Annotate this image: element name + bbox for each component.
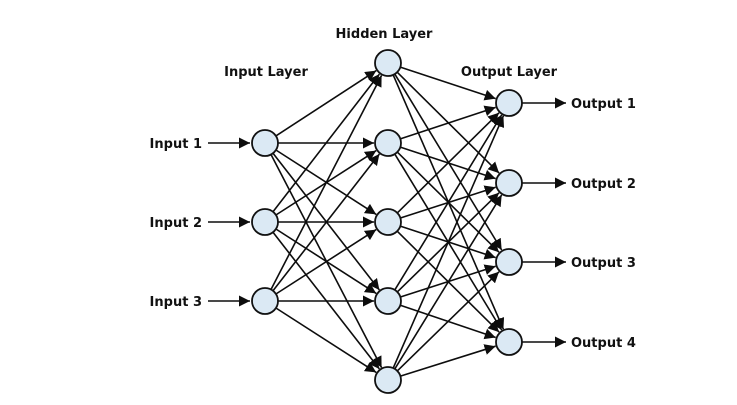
hidden-node-3	[374, 208, 402, 236]
hidden-node-4	[374, 287, 402, 315]
output-arrows	[522, 97, 566, 348]
output-label-1: Output 1	[571, 97, 636, 112]
hidden-output-edge-5-2	[394, 194, 503, 370]
output-label-2: Output 2	[571, 177, 636, 192]
hidden-output-edge-5-4	[400, 344, 496, 377]
output-layer-nodes	[495, 89, 523, 356]
output-node-4	[495, 328, 523, 356]
output-layer-title: Output Layer	[461, 65, 558, 80]
hidden-node-5	[374, 366, 402, 394]
hidden-output-edge-2-1	[400, 105, 496, 140]
output-node-2	[495, 169, 523, 197]
output-label-4: Output 4	[571, 336, 636, 351]
input-hidden-edge-3-1	[270, 75, 383, 290]
hidden-node-1	[374, 49, 402, 77]
hidden-output-edge-1-1	[400, 66, 496, 101]
hidden-output-edge-5-3	[396, 271, 500, 372]
input-layer-title: Input Layer	[224, 65, 308, 80]
hidden-node-2	[374, 129, 402, 157]
output-label-3: Output 3	[571, 256, 636, 271]
connections	[270, 66, 505, 377]
input-node-2	[251, 208, 279, 236]
output-node-1	[495, 89, 523, 117]
hidden-output-edge-3-1	[396, 112, 500, 214]
hidden-layer-title: Hidden Layer	[336, 27, 433, 42]
hidden-layer-nodes	[374, 49, 402, 394]
input-hidden-edge-3-2	[272, 153, 381, 292]
input-arrows	[208, 137, 250, 307]
hidden-output-edge-5-1	[392, 115, 505, 369]
input-node-1	[251, 129, 279, 157]
input-hidden-edge-3-5	[275, 307, 377, 374]
input-hidden-edge-1-1	[275, 69, 377, 137]
output-node-3	[495, 248, 523, 276]
hidden-output-edge-4-1	[394, 114, 503, 291]
input-node-3	[251, 287, 279, 315]
input-layer-nodes	[251, 129, 279, 315]
input-hidden-edge-2-1	[272, 73, 381, 213]
input-hidden-edge-3-3	[275, 228, 377, 295]
input-label-1: Input 1	[150, 137, 202, 152]
input-label-3: Input 3	[150, 295, 202, 310]
input-label-2: Input 2	[150, 216, 202, 231]
